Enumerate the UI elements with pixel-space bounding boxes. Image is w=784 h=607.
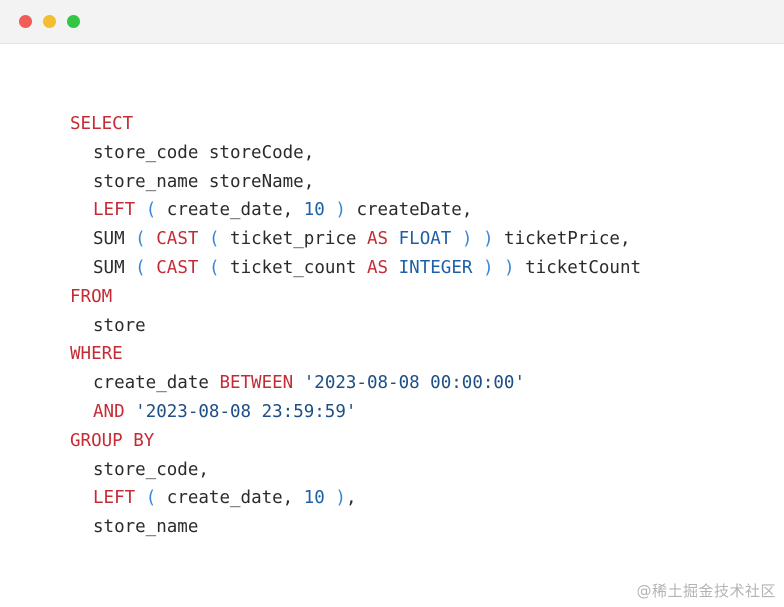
code-token-plain: store [93, 315, 146, 336]
code-token-keyword: CAST [156, 229, 199, 250]
code-token-plain: create_date, [156, 200, 304, 221]
code-token-keyword: LEFT [93, 200, 136, 221]
code-token-plain [325, 488, 336, 508]
code-token-paren: ( [145, 200, 157, 221]
code-token-paren: ( [208, 257, 220, 278]
code-token-keyword: GROUP BY [70, 430, 155, 451]
code-token-paren: ) [335, 488, 346, 509]
code-token-plain [125, 258, 136, 278]
code-line: LEFT ( create_date, 10 ) createDate, [70, 196, 641, 225]
code-token-plain: create_date, [156, 488, 304, 509]
minimize-button[interactable] [43, 15, 56, 28]
code-token-keyword: WHERE [70, 344, 123, 365]
code-token-paren: ( [145, 488, 157, 509]
code-token-plain [135, 488, 146, 508]
code-token-paren: ) [482, 257, 494, 278]
code-line: SUM ( CAST ( ticket_price AS FLOAT ) ) t… [70, 225, 641, 254]
code-token-keyword: AND [93, 401, 125, 422]
code-token-plain [146, 258, 157, 278]
code-line: SUM ( CAST ( ticket_count AS INTEGER ) )… [70, 254, 641, 283]
code-token-plain: ticket_count [219, 257, 368, 278]
code-token-plain: , [345, 488, 357, 509]
code-token-plain [325, 200, 336, 220]
code-line: FROM [70, 283, 641, 312]
zoom-button[interactable] [67, 15, 80, 28]
code-line: store_code storeCode, [70, 139, 641, 168]
code-token-paren: ) [335, 200, 346, 221]
code-token-plain [388, 258, 399, 278]
code-token-keyword: LEFT [93, 488, 136, 509]
code-token-plain: SUM [93, 229, 125, 250]
code-token-plain: ticket_price [219, 229, 368, 250]
code-token-keyword: AS [367, 257, 389, 278]
code-token-string: '2023-08-08 00:00:00' [303, 373, 526, 394]
code-token-plain: store_code storeCode, [93, 142, 315, 163]
code-token-paren: ) [461, 229, 473, 250]
code-token-plain [125, 402, 136, 422]
code-token-plain: create_date [93, 373, 220, 394]
code-token-paren: ) [482, 229, 494, 250]
code-token-keyword: SELECT [70, 114, 134, 134]
code-token-plain [293, 373, 304, 393]
code-token-plain [472, 229, 483, 249]
sql-code-block: SELECT store_code storeCode, store_name st… [70, 110, 641, 542]
code-line: store_name storeName, [70, 168, 641, 197]
code-token-plain [388, 229, 399, 249]
code-token-plain [198, 258, 209, 278]
code-token-plain [125, 229, 136, 249]
code-token-keyword: FROM [70, 286, 113, 307]
watermark: @稀土掘金技术社区 [636, 582, 776, 600]
code-token-plain [494, 258, 505, 278]
code-token-plain: createDate, [345, 200, 473, 221]
code-token-number: INTEGER [398, 257, 473, 278]
code-token-plain: store_code, [93, 459, 209, 480]
code-line: AND '2023-08-08 23:59:59' [70, 398, 641, 427]
code-line: create_date BETWEEN '2023-08-08 00:00:00… [70, 369, 641, 398]
code-token-plain [451, 229, 462, 249]
close-button[interactable] [19, 15, 32, 28]
code-token-number: 10 [303, 488, 325, 509]
code-line: store_code, [70, 456, 641, 485]
code-token-plain: ticketPrice, [493, 229, 631, 250]
code-token-keyword: CAST [156, 257, 199, 278]
code-token-plain [146, 229, 157, 249]
code-token-paren: ( [135, 257, 146, 278]
code-token-paren: ( [135, 229, 146, 250]
code-token-plain: store_name [93, 517, 199, 538]
code-token-paren: ) [504, 257, 515, 278]
code-line: LEFT ( create_date, 10 ), [70, 484, 641, 513]
code-token-keyword: AS [367, 229, 389, 250]
code-line: store [70, 312, 641, 341]
code-token-paren: ( [208, 229, 220, 250]
code-token-number: 10 [303, 200, 325, 221]
code-line: SELECT [70, 110, 641, 139]
code-token-string: '2023-08-08 23:59:59' [135, 401, 357, 422]
code-line: GROUP BY [70, 427, 641, 456]
code-token-plain: SUM [93, 257, 125, 278]
code-token-plain [472, 258, 483, 278]
code-token-keyword: BETWEEN [219, 373, 294, 394]
code-token-plain [135, 200, 146, 220]
code-token-plain [198, 229, 209, 249]
code-line: store_name [70, 513, 641, 542]
code-line: WHERE [70, 340, 641, 369]
code-token-plain: ticketCount [514, 257, 642, 278]
title-bar [0, 0, 784, 44]
code-token-number: FLOAT [398, 229, 452, 250]
code-token-plain: store_name storeName, [93, 171, 315, 192]
